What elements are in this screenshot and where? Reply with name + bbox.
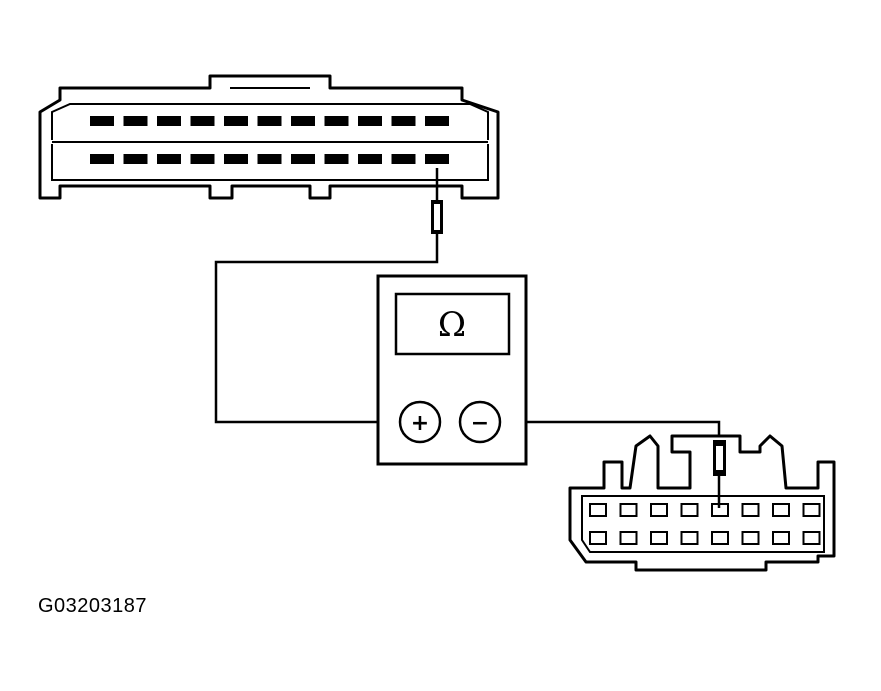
lower-connector-pin	[772, 531, 790, 545]
upper-connector-pin	[190, 116, 215, 126]
upper-connector-pin	[257, 154, 282, 164]
plus-symbol: +	[411, 411, 429, 436]
minus-symbol: −	[471, 411, 489, 436]
lower-connector-pin	[589, 503, 607, 517]
lower-connector-pin	[650, 503, 668, 517]
upper-connector-pin	[324, 154, 349, 164]
upper-connector-pin	[90, 116, 114, 126]
plus-terminal	[398, 400, 442, 444]
lower-connector-pin	[650, 531, 668, 545]
upper-connector-pin	[224, 116, 248, 126]
meter-display	[394, 292, 511, 356]
lower-connector-row-2	[589, 531, 821, 545]
upper-connector-pin	[291, 116, 315, 126]
lower-connector-pin	[680, 531, 699, 545]
upper-connector-pin	[257, 116, 282, 126]
lower-connector-pin	[680, 503, 699, 517]
probe-upper	[431, 168, 443, 234]
upper-connector-pin	[358, 154, 382, 164]
ohm-symbol: Ω	[438, 305, 466, 345]
upper-connector-pin	[190, 154, 215, 164]
lower-connector-pin	[619, 531, 638, 545]
upper-connector-row-1	[90, 116, 449, 126]
upper-connector-pin	[123, 116, 148, 126]
figure-reference-code: G03203187	[38, 595, 148, 617]
lower-connector-pin	[802, 531, 821, 545]
lower-connector	[568, 434, 836, 572]
lower-connector-pin	[589, 531, 607, 545]
probe-lower	[713, 440, 726, 508]
upper-connector	[38, 74, 500, 200]
upper-connector-pin	[90, 154, 114, 164]
lower-connector-pin	[741, 531, 760, 545]
upper-connector-pin	[425, 116, 449, 126]
upper-connector-pin	[291, 154, 315, 164]
upper-connector-pin	[391, 154, 416, 164]
upper-connector-pin	[391, 116, 416, 126]
upper-connector-pin	[224, 154, 248, 164]
lower-connector-pin	[772, 503, 790, 517]
lower-connector-pin	[619, 503, 638, 517]
upper-connector-pin	[157, 116, 181, 126]
upper-connector-pin	[123, 154, 148, 164]
lower-connector-pin	[802, 503, 821, 517]
lower-connector-pin	[741, 503, 760, 517]
upper-connector-pin	[324, 116, 349, 126]
upper-connector-pin	[358, 116, 382, 126]
upper-connector-row-2	[90, 154, 449, 164]
upper-connector-pin	[425, 154, 449, 164]
lower-connector-row-1	[589, 503, 821, 517]
minus-terminal	[458, 400, 502, 444]
lower-connector-pin	[711, 531, 729, 545]
multimeter: Ω + −	[376, 274, 528, 466]
upper-connector-pin	[157, 154, 181, 164]
